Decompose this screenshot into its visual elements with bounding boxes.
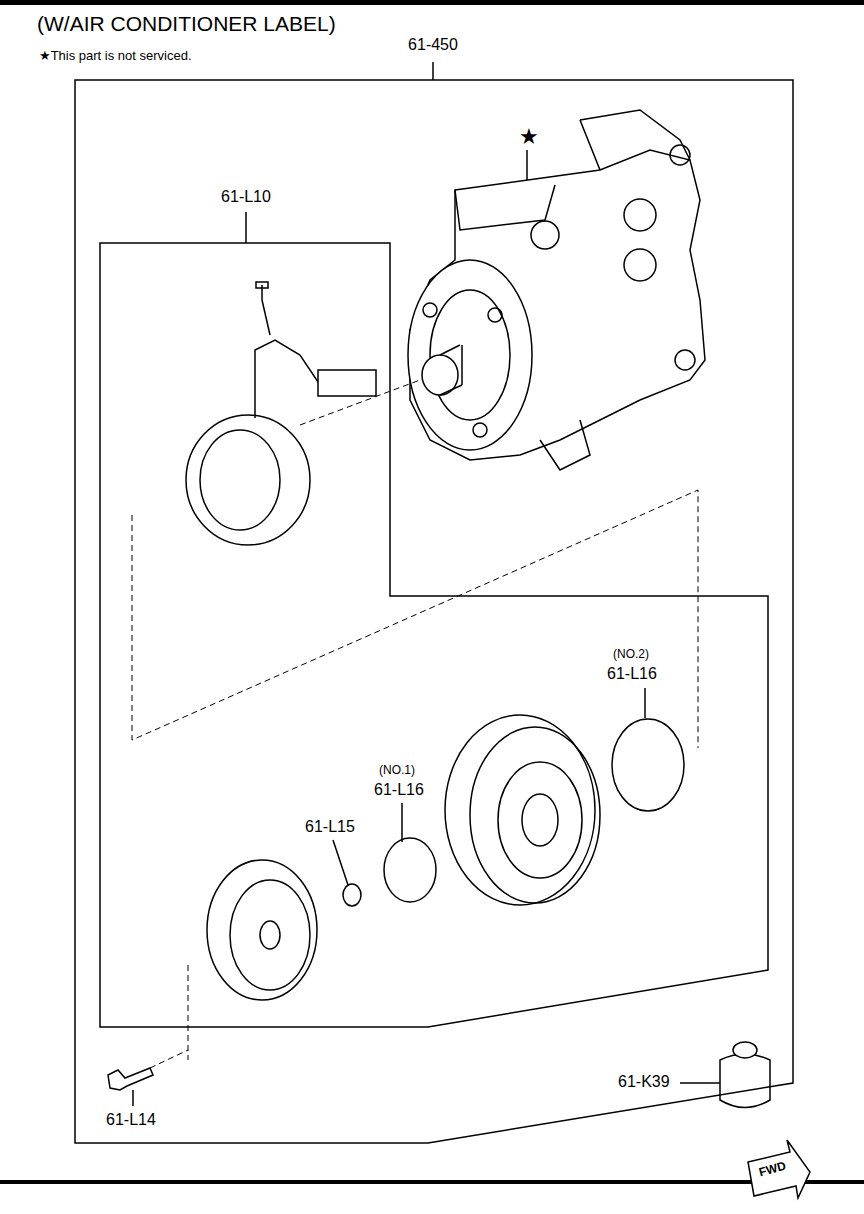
group-outline-shape <box>75 80 795 1145</box>
part-group-outline: 61-45061-L10 <box>75 80 793 1143</box>
group-outline-shape <box>100 243 770 1029</box>
callout-number: 61-L16 <box>373 781 425 799</box>
diagram-title: (W/AIR CONDITIONER LABEL) <box>36 12 337 36</box>
note-text: ★This part is not serviced. <box>38 49 193 64</box>
callout-qualifier: (NO.1) <box>378 764 416 778</box>
callout-number: 61-L16 <box>606 665 658 683</box>
part-number: 61-450 <box>406 36 460 54</box>
part-number: 61-L10 <box>219 188 273 206</box>
part-group-outline: 61-L10 <box>100 243 768 1027</box>
bottom-bar <box>0 1180 864 1184</box>
top-bar <box>0 0 864 5</box>
callout-number: 61-L14 <box>105 1111 157 1129</box>
not-serviced-star: ★ <box>518 124 540 149</box>
callout-number: 61-L15 <box>304 818 356 836</box>
callout-qualifier: (NO.2) <box>612 648 650 662</box>
callout-number: 61-K39 <box>617 1073 671 1091</box>
